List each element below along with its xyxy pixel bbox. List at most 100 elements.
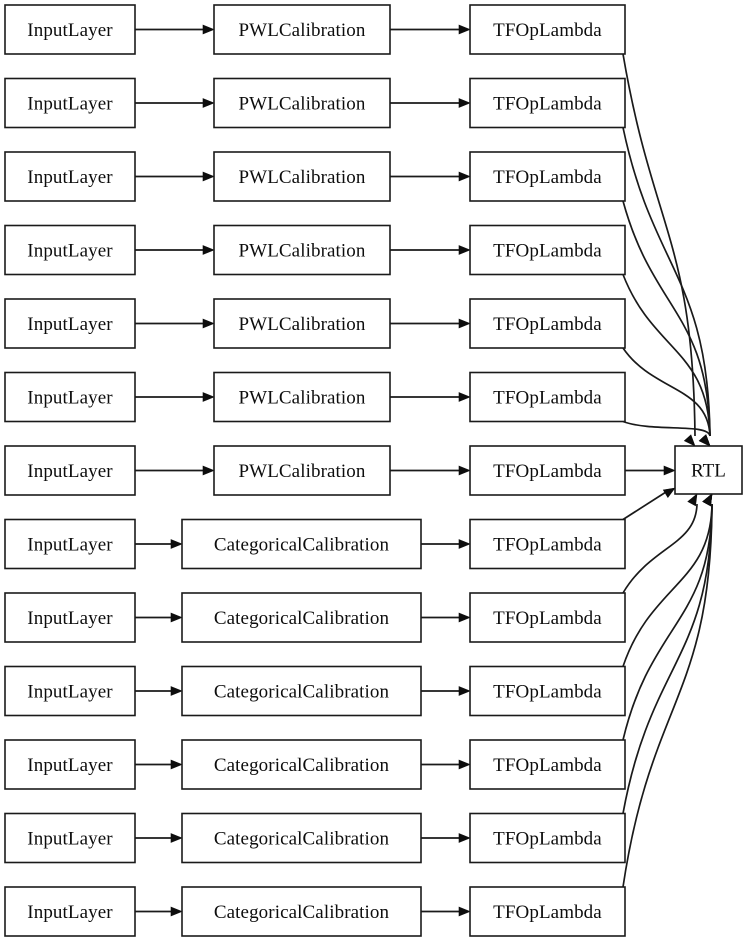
edge-calibration-to-lambda-6-arrowhead <box>458 465 471 476</box>
edge-input-to-calibration-11-arrowhead <box>170 833 183 843</box>
edge-input-to-calibration-6-arrowhead <box>202 465 215 476</box>
node-tfoplambda-10[interactable]: TFOpLambda <box>469 739 626 790</box>
node-tfoplambda-0-label: TFOpLambda <box>493 20 602 41</box>
edge-lambda-to-rtl-2 <box>622 200 711 437</box>
node-calibration-12[interactable]: CategoricalCalibration <box>181 886 422 937</box>
node-input-layer-9-label: InputLayer <box>27 682 113 703</box>
node-tfoplambda-12-label: TFOpLambda <box>493 902 602 923</box>
edge-calibration-to-lambda-0-arrowhead <box>458 24 471 35</box>
node-input-layer-5-label: InputLayer <box>27 388 113 409</box>
edge-lambda-to-rtl-8 <box>622 503 698 594</box>
node-tfoplambda-11[interactable]: TFOpLambda <box>469 812 626 864</box>
node-calibration-2[interactable]: PWLCalibration <box>213 151 391 202</box>
edge-input-to-calibration-0-arrowhead <box>202 24 215 35</box>
node-calibration-1-label: PWLCalibration <box>239 94 366 115</box>
edge-lambda-to-rtl-9 <box>622 503 713 667</box>
edge-input-to-calibration-12-arrowhead <box>170 906 183 917</box>
node-tfoplambda-5[interactable]: TFOpLambda <box>469 371 626 423</box>
node-tfoplambda-4-label: TFOpLambda <box>493 314 602 335</box>
edge-lambda-to-rtl-0 <box>622 53 696 437</box>
node-input-layer-8-label: InputLayer <box>27 608 113 629</box>
node-tfoplambda-9[interactable]: TFOpLambda <box>469 665 626 717</box>
node-tfoplambda-1[interactable]: TFOpLambda <box>469 77 626 129</box>
edge-lambda-to-rtl-0-arrowhead <box>683 434 696 447</box>
node-input-layer-1[interactable]: InputLayer <box>4 77 136 129</box>
edge-input-to-calibration-5-arrowhead <box>202 392 215 402</box>
edge-lambda-to-rtl-3 <box>622 274 711 437</box>
edge-input-to-calibration-10-arrowhead <box>170 759 183 770</box>
node-calibration-5-label: PWLCalibration <box>239 388 366 409</box>
node-calibration-10-label: CategoricalCalibration <box>214 755 390 776</box>
node-input-layer-8[interactable]: InputLayer <box>4 592 136 643</box>
edge-calibration-to-lambda-1-arrowhead <box>458 98 471 108</box>
node-calibration-10[interactable]: CategoricalCalibration <box>181 739 422 790</box>
node-input-layer-0[interactable]: InputLayer <box>4 4 136 55</box>
edge-calibration-to-lambda-10-arrowhead <box>458 759 471 770</box>
node-rtl[interactable]: RTL <box>674 445 743 495</box>
node-input-layer-5[interactable]: InputLayer <box>4 371 136 423</box>
node-input-layer-6[interactable]: InputLayer <box>4 445 136 496</box>
edges-layer <box>135 24 713 917</box>
node-calibration-2-label: PWLCalibration <box>239 167 366 188</box>
node-input-layer-2[interactable]: InputLayer <box>4 151 136 202</box>
edge-lambda-to-rtl-4 <box>622 347 711 437</box>
edge-lambda-to-rtl-12-arrowhead <box>702 493 713 507</box>
node-input-layer-12[interactable]: InputLayer <box>4 886 136 937</box>
node-calibration-7[interactable]: CategoricalCalibration <box>181 518 422 570</box>
edge-lambda-to-rtl-8-arrowhead <box>687 493 698 507</box>
node-calibration-3[interactable]: PWLCalibration <box>213 224 391 276</box>
node-calibration-6[interactable]: PWLCalibration <box>213 445 391 496</box>
node-tfoplambda-4[interactable]: TFOpLambda <box>469 298 626 349</box>
node-tfoplambda-8[interactable]: TFOpLambda <box>469 592 626 643</box>
edge-lambda-to-rtl-6-arrowhead <box>663 465 676 476</box>
node-input-layer-10[interactable]: InputLayer <box>4 739 136 790</box>
node-input-layer-9[interactable]: InputLayer <box>4 665 136 717</box>
edge-calibration-to-lambda-7-arrowhead <box>458 539 471 549</box>
edge-calibration-to-lambda-8-arrowhead <box>458 612 471 623</box>
edge-input-to-calibration-9-arrowhead <box>170 686 183 696</box>
edge-input-to-calibration-4-arrowhead <box>202 318 215 329</box>
node-calibration-3-label: PWLCalibration <box>239 241 366 262</box>
node-input-layer-12-label: InputLayer <box>27 902 113 923</box>
node-calibration-9[interactable]: CategoricalCalibration <box>181 665 422 717</box>
edge-calibration-to-lambda-11-arrowhead <box>458 833 471 843</box>
edge-calibration-to-lambda-3-arrowhead <box>458 245 471 255</box>
node-tfoplambda-6[interactable]: TFOpLambda <box>469 445 626 496</box>
node-tfoplambda-12[interactable]: TFOpLambda <box>469 886 626 937</box>
node-tfoplambda-6-label: TFOpLambda <box>493 461 602 482</box>
node-tfoplambda-3[interactable]: TFOpLambda <box>469 224 626 276</box>
node-calibration-8[interactable]: CategoricalCalibration <box>181 592 422 643</box>
node-calibration-7-label: CategoricalCalibration <box>214 535 390 556</box>
node-input-layer-11[interactable]: InputLayer <box>4 812 136 864</box>
node-input-layer-4[interactable]: InputLayer <box>4 298 136 349</box>
node-input-layer-10-label: InputLayer <box>27 755 113 776</box>
node-calibration-0[interactable]: PWLCalibration <box>213 4 391 55</box>
node-input-layer-0-label: InputLayer <box>27 20 113 41</box>
node-tfoplambda-2[interactable]: TFOpLambda <box>469 151 626 202</box>
node-input-layer-3-label: InputLayer <box>27 241 113 262</box>
node-input-layer-3[interactable]: InputLayer <box>4 224 136 276</box>
node-calibration-4[interactable]: PWLCalibration <box>213 298 391 349</box>
edge-input-to-calibration-2-arrowhead <box>202 171 215 182</box>
node-calibration-8-label: CategoricalCalibration <box>214 608 390 629</box>
node-tfoplambda-11-label: TFOpLambda <box>493 829 602 850</box>
node-calibration-12-label: CategoricalCalibration <box>214 902 390 923</box>
edge-input-to-calibration-1-arrowhead <box>202 98 215 108</box>
node-tfoplambda-7[interactable]: TFOpLambda <box>469 518 626 570</box>
node-input-layer-7[interactable]: InputLayer <box>4 518 136 570</box>
edge-calibration-to-lambda-9-arrowhead <box>458 686 471 696</box>
node-tfoplambda-2-label: TFOpLambda <box>493 167 602 188</box>
node-calibration-11[interactable]: CategoricalCalibration <box>181 812 422 864</box>
node-tfoplambda-10-label: TFOpLambda <box>493 755 602 776</box>
node-rtl-label: RTL <box>691 461 726 482</box>
node-tfoplambda-5-label: TFOpLambda <box>493 388 602 409</box>
node-calibration-5[interactable]: PWLCalibration <box>213 371 391 423</box>
edge-calibration-to-lambda-2-arrowhead <box>458 171 471 182</box>
node-calibration-1[interactable]: PWLCalibration <box>213 77 391 129</box>
edge-input-to-calibration-8-arrowhead <box>170 612 183 623</box>
node-tfoplambda-0[interactable]: TFOpLambda <box>469 4 626 55</box>
edge-calibration-to-lambda-12-arrowhead <box>458 906 471 917</box>
